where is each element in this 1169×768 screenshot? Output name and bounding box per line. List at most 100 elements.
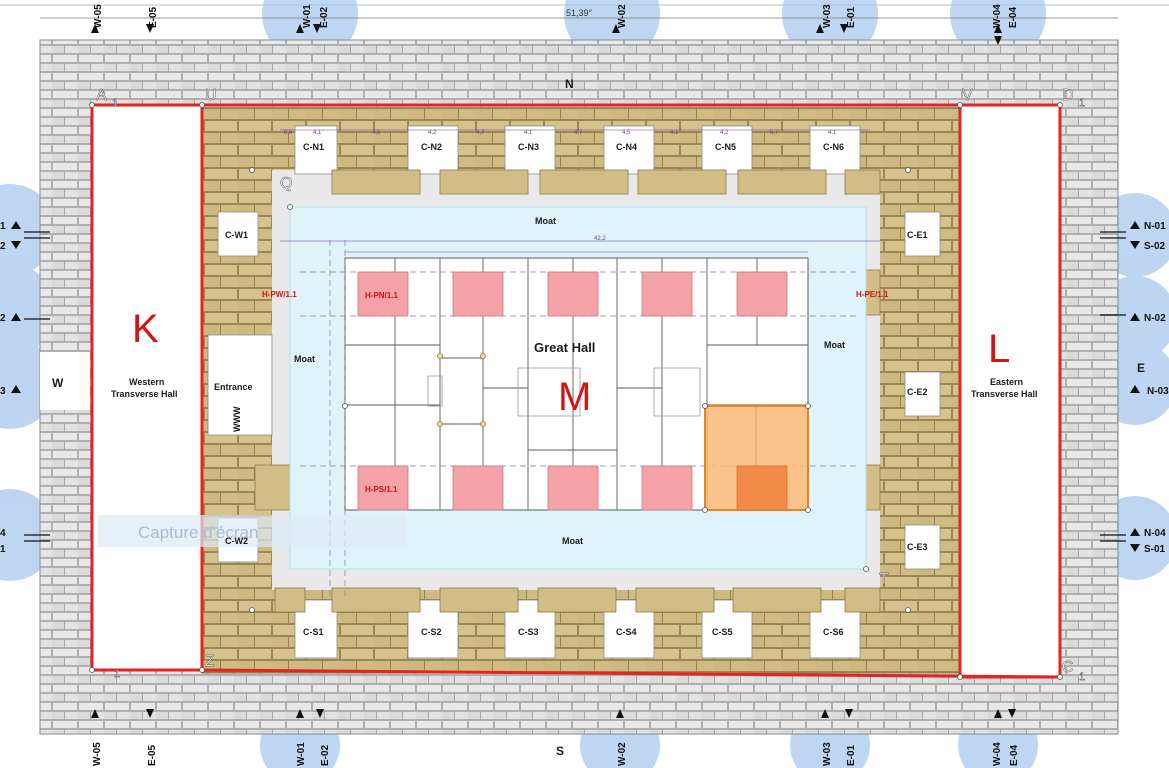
watermark-text: Capture d'écran <box>138 523 258 542</box>
axis-right-n02: N-02 <box>1144 313 1166 324</box>
zone-m: M <box>558 375 591 419</box>
right-axis-markers: N-01 S-02 N-02 N-03 N-04 S-01 <box>1100 221 1169 555</box>
corner-v: V <box>962 87 973 104</box>
bottom-axis-markers: W-05 E-05 W-01 E-02 W-02 W-03 E-01 W-04 … <box>92 742 1020 766</box>
axis-bot-w03: W-03 <box>822 742 833 766</box>
chapel-c-s2: C-S2 <box>421 627 442 637</box>
axis-bot-w04: W-04 <box>992 742 1003 766</box>
axis-bot-w01: W-01 <box>296 742 307 766</box>
corner-a-sub: 1 <box>112 97 118 109</box>
svg-text:42,2: 42,2 <box>594 236 606 242</box>
pier-south-label: H-PS/1.1 <box>365 485 398 494</box>
chapel-c-n3: C-N3 <box>518 142 539 152</box>
axis-bot-e02: E-02 <box>320 744 331 766</box>
chapel-c-w2: C-W2 <box>225 536 248 546</box>
chapel-c-s4: C-S4 <box>616 627 637 637</box>
axis-right-n04: N-04 <box>1144 528 1166 539</box>
svg-text:4,1: 4,1 <box>828 130 837 136</box>
chapel-c-n6: C-N6 <box>823 142 844 152</box>
svg-text:4,1: 4,1 <box>313 130 322 136</box>
axis-bot-e04: E-04 <box>1009 744 1020 766</box>
axis-top-w02: W-02 <box>617 4 628 28</box>
chapel-c-n4: C-N4 <box>616 142 637 152</box>
axis-top-w01: W-01 <box>302 4 313 28</box>
axis-right-n03: N-03 <box>1147 386 1169 397</box>
red-boundary <box>90 103 1062 679</box>
svg-text:4,2: 4,2 <box>720 130 729 136</box>
axis-top-e05: E-05 <box>148 6 159 28</box>
corner-d-sub: 1 <box>1079 97 1085 109</box>
axis-left-4: 4 <box>0 528 6 539</box>
chapel-c-n2: C-N2 <box>421 142 442 152</box>
chapel-c-n1: C-N1 <box>303 142 324 152</box>
great-hall-label: Great Hall <box>534 340 595 355</box>
axis-right-s02: S-02 <box>1144 241 1166 252</box>
top-axis-markers: W-05 E-05 W-01 E-02 W-02 W-03 E-01 W-04 … <box>93 4 1019 28</box>
svg-text:4,2: 4,2 <box>428 130 437 136</box>
moat-label-east: Moat <box>824 340 845 350</box>
compass-east: E <box>1137 361 1145 375</box>
corner-l1: 1 <box>114 668 120 680</box>
compass-west: W <box>52 376 64 390</box>
moat-label-west: Moat <box>294 354 315 364</box>
western-hall-label-2: Transverse Hall <box>111 389 178 399</box>
corner-a: A <box>96 87 107 104</box>
axis-top-e04: E-04 <box>1008 6 1019 28</box>
axis-left-2a: 2 <box>0 241 6 252</box>
chapel-c-e2: C-E2 <box>907 387 928 397</box>
corner-c: C <box>1062 659 1074 676</box>
svg-text:5,7: 5,7 <box>770 130 779 136</box>
axis-left-1a: 1 <box>0 221 6 232</box>
moat-label-north: Moat <box>535 216 556 226</box>
corner-q: Q <box>280 175 292 192</box>
axis-top-w03: W-03 <box>822 4 833 28</box>
compass-south: S <box>556 744 564 758</box>
axis-right-n01: N-01 <box>1144 221 1166 232</box>
axis-bot-e05: E-05 <box>147 744 158 766</box>
svg-text:4,5: 4,5 <box>372 130 381 136</box>
top-dimension: 51,39° <box>566 8 593 18</box>
axis-bot-w02: W-02 <box>617 742 628 766</box>
zone-l: L <box>988 327 1010 371</box>
entrance-mark: WWW <box>232 406 242 432</box>
corner-z: Z <box>205 653 215 670</box>
chapel-c-s6: C-S6 <box>823 627 844 637</box>
pier-east-label: H-PE/1.1 <box>856 290 889 299</box>
chapel-c-e1: C-E1 <box>907 230 928 240</box>
axis-top-e01: E-01 <box>846 6 857 28</box>
moat-label-south: Moat <box>562 536 583 546</box>
pier-west-label: H-PW/1.1 <box>262 290 297 299</box>
chapel-c-n5: C-N5 <box>715 142 736 152</box>
axis-bot-e01: E-01 <box>846 744 857 766</box>
compass-north: N <box>565 77 574 91</box>
zone-k: K <box>132 307 159 351</box>
axis-top-w04: W-04 <box>992 4 1003 28</box>
chapel-c-s5: C-S5 <box>712 627 733 637</box>
axis-bot-w05: W-05 <box>92 742 103 766</box>
svg-text:4,1: 4,1 <box>670 130 679 136</box>
axis-left-2b: 2 <box>0 313 6 324</box>
chapel-c-w1: C-W1 <box>225 230 248 240</box>
svg-text:4,5: 4,5 <box>622 130 631 136</box>
chapel-c-s3: C-S3 <box>518 627 539 637</box>
corner-d: D <box>1062 87 1074 104</box>
axis-top-e02: E-02 <box>319 6 330 28</box>
eastern-hall-label-1: Eastern <box>990 377 1023 387</box>
pier-north-label: H-PN/1.1 <box>365 291 398 300</box>
axis-left-1b: 1 <box>0 544 6 555</box>
svg-text:0,9: 0,9 <box>284 130 293 136</box>
axis-left-3: 3 <box>0 386 6 397</box>
chapel-c-e3: C-E3 <box>907 542 928 552</box>
entrance-label: Entrance <box>214 382 253 392</box>
corner-u: U <box>205 87 217 104</box>
chapel-c-s1: C-S1 <box>303 627 324 637</box>
western-hall-label-1: Western <box>129 377 164 387</box>
corner-t: T <box>879 571 889 588</box>
axis-top-w05: W-05 <box>93 4 104 28</box>
svg-text:4,7: 4,7 <box>476 130 485 136</box>
svg-text:4,7: 4,7 <box>574 130 583 136</box>
pink-piers <box>357 271 788 511</box>
left-axis-markers: 1 2 2 3 4 1 <box>0 221 50 555</box>
western-hall <box>90 103 204 672</box>
